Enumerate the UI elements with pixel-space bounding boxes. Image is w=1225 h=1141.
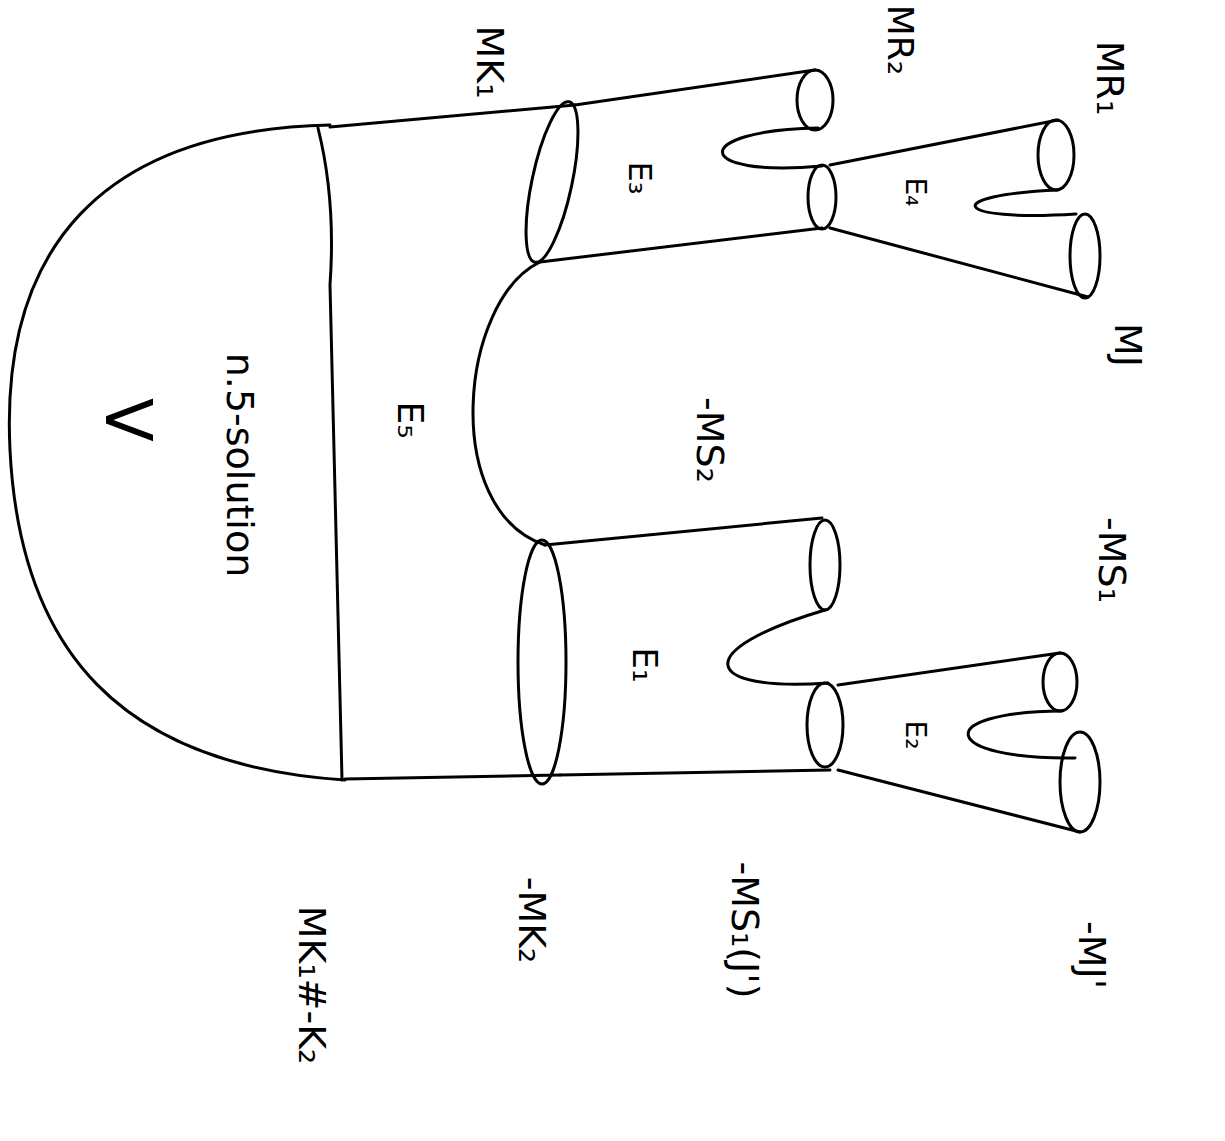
- boundary-circle: [807, 683, 843, 767]
- boundary-circle: [1043, 653, 1077, 711]
- boundary-label: -MS₂: [691, 397, 729, 483]
- e5-boundary: [318, 128, 342, 780]
- region-label: n.5-solution: [221, 353, 259, 578]
- piece-label: E₄: [901, 178, 929, 207]
- piece-label: E₃: [624, 161, 656, 194]
- cross-section: [515, 98, 588, 267]
- boundary-circle: [1038, 120, 1074, 190]
- v-dome: [9, 125, 345, 780]
- boundary-label: -MS₁(J'): [726, 861, 764, 998]
- boundary-label: -MS₁: [1093, 517, 1131, 603]
- piece-label: E₁: [628, 647, 662, 682]
- top-edge: [330, 105, 575, 127]
- saddle: [728, 610, 828, 684]
- arm-edge: [560, 770, 830, 775]
- boundary-label: MR₁: [1091, 41, 1129, 115]
- arm-edge: [830, 228, 1088, 297]
- boundary-label: MR₂: [882, 5, 918, 76]
- boundary-circle: [1060, 732, 1100, 832]
- arm-edge: [830, 120, 1058, 165]
- piece-label: E₅: [392, 401, 428, 438]
- piece-label: E₂: [901, 721, 929, 750]
- arm-edge: [838, 653, 1060, 685]
- boundary-label: MK₁#-K₂: [293, 906, 331, 1065]
- boundary-circle: [810, 520, 840, 610]
- boundary-label: -MK₂: [513, 877, 551, 964]
- arm-edge: [575, 70, 815, 105]
- saddle: [722, 128, 822, 168]
- boundary-label: -MJ': [1073, 921, 1111, 989]
- bottom-edge: [345, 775, 560, 779]
- arm-edge: [545, 518, 822, 545]
- boundary-label: MJ: [1109, 323, 1147, 367]
- arm-edge: [838, 770, 1080, 832]
- boundary-circle: [797, 70, 833, 130]
- arm-edge: [540, 228, 822, 262]
- boundary-circle: [1070, 214, 1100, 298]
- saddle: [473, 262, 545, 545]
- saddle: [975, 190, 1076, 215]
- boundary-circle: [808, 165, 836, 229]
- saddle: [968, 711, 1075, 758]
- cross-section: [518, 540, 566, 784]
- boundary-label: MK₁: [471, 26, 509, 99]
- region-label: V: [96, 398, 160, 442]
